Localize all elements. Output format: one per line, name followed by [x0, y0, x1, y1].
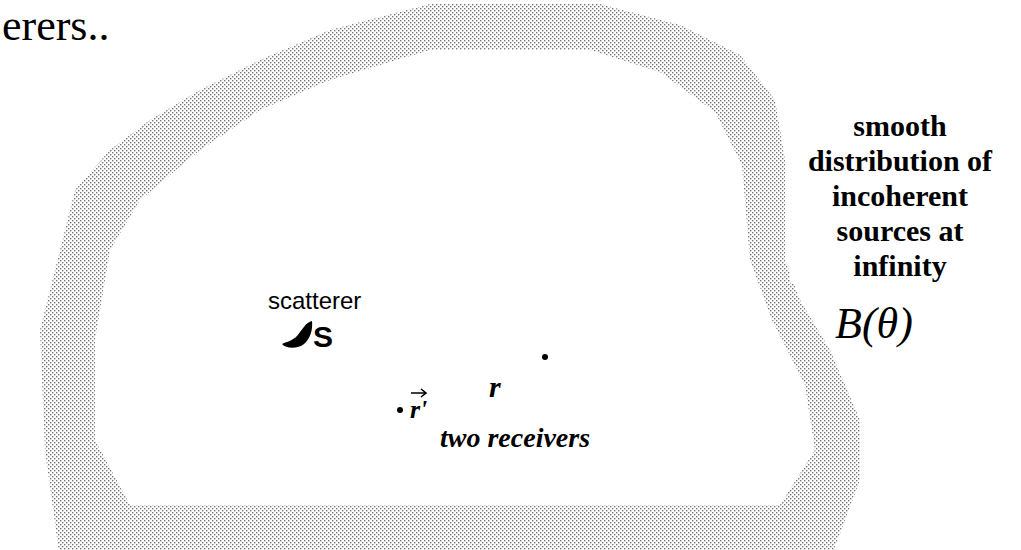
slide-text: erers.. [2, 4, 110, 48]
symbol-label: S [313, 322, 333, 352]
vector-arrow [411, 389, 426, 397]
receiver-label: r [489, 372, 501, 402]
source-note: smooth distribution of incoherent source… [790, 108, 1010, 283]
part-name: scatterer [268, 289, 361, 313]
receiver-dot [542, 354, 548, 360]
receiver-caption: two receivers [440, 424, 590, 452]
receiver-label: r' [410, 397, 427, 423]
scatterer-blob [282, 321, 312, 348]
receiver-dot [397, 407, 403, 413]
source-ring [40, 4, 860, 550]
function-label: B(θ) [835, 302, 913, 346]
